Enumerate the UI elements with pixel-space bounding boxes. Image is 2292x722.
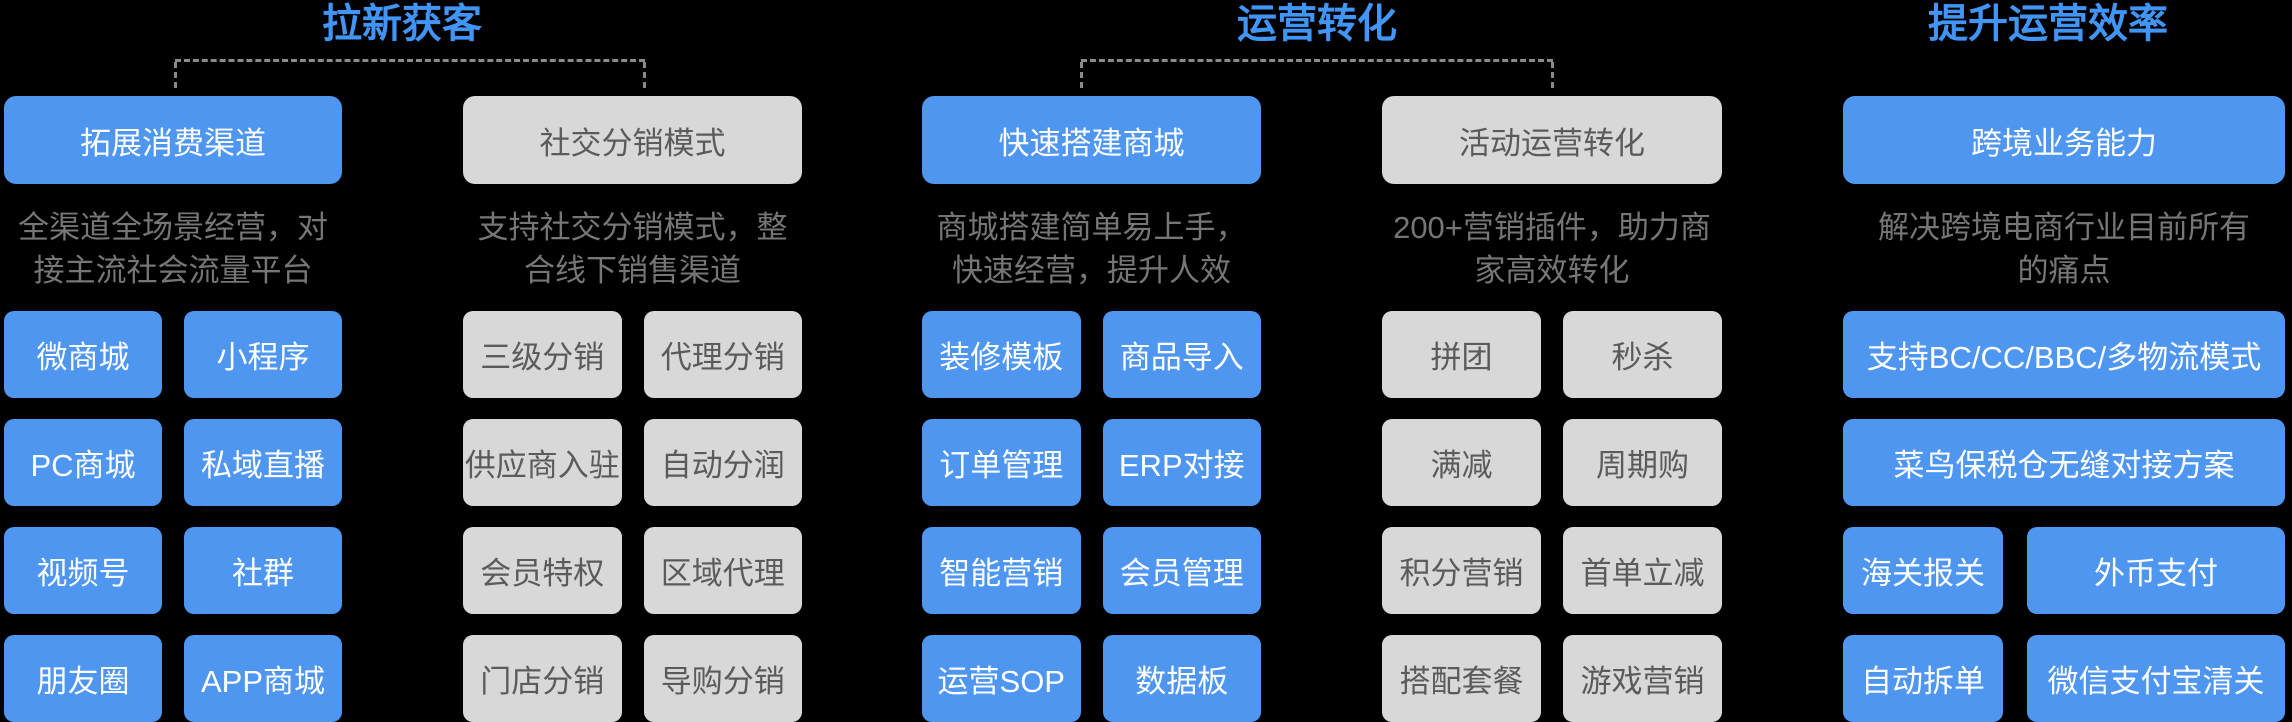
feature-item: 满减 xyxy=(1382,419,1541,506)
column-expand-channels: 拓展消费渠道 全渠道全场景经营，对接主流社会流量平台 微商城 小程序 PC商城 … xyxy=(4,0,342,722)
column-header: 活动运营转化 xyxy=(1382,96,1722,184)
feature-item: 周期购 xyxy=(1563,419,1722,506)
feature-item: 菜鸟保税仓无缝对接方案 xyxy=(1843,419,2285,506)
feature-item: 三级分销 xyxy=(463,311,622,398)
feature-item: 供应商入驻 xyxy=(463,419,622,506)
feature-item: 微信支付宝清关 xyxy=(2027,635,2285,722)
feature-item: 视频号 xyxy=(4,527,162,614)
connector-bracket-conversion xyxy=(1080,59,1554,91)
section-title-conversion: 运营转化 xyxy=(1237,2,1397,46)
column-description: 支持社交分销模式，整合线下销售渠道 xyxy=(477,210,788,288)
feature-item: 代理分销 xyxy=(643,311,802,398)
section-title-efficiency: 提升运营效率 xyxy=(1928,2,2168,46)
feature-item: 数据板 xyxy=(1102,635,1261,722)
feature-item: 秒杀 xyxy=(1563,311,1722,398)
feature-item: 装修模板 xyxy=(922,311,1081,398)
column-cross-border: 跨境业务能力 解决跨境电商行业目前所有的痛点 支持BC/CC/BBC/多物流模式… xyxy=(1843,0,2285,722)
feature-item-grid: 装修模板 商品导入 订单管理 ERP对接 智能营销 会员管理 运营SOP 数据板 xyxy=(922,311,1261,722)
feature-item: 区域代理 xyxy=(643,527,802,614)
column-social-distribution: 社交分销模式 支持社交分销模式，整合线下销售渠道 三级分销 代理分销 供应商入驻… xyxy=(463,0,802,722)
feature-item-grid: 微商城 小程序 PC商城 私域直播 视频号 社群 朋友圈 APP商城 xyxy=(4,311,342,722)
feature-item: 拼团 xyxy=(1382,311,1541,398)
feature-item: 运营SOP xyxy=(922,635,1081,722)
column-header: 社交分销模式 xyxy=(463,96,802,184)
feature-item: 支持BC/CC/BBC/多物流模式 xyxy=(1843,311,2285,398)
feature-item: 朋友圈 xyxy=(4,635,162,722)
feature-item: 外币支付 xyxy=(2027,527,2285,614)
connector-bracket-acquisition xyxy=(174,59,646,91)
column-header: 快速搭建商城 xyxy=(922,96,1261,184)
feature-item: 微商城 xyxy=(4,311,162,398)
column-description: 商城搭建简单易上手，快速经营，提升人效 xyxy=(936,210,1247,288)
feature-item: ERP对接 xyxy=(1102,419,1261,506)
column-description: 全渠道全场景经营，对接主流社会流量平台 xyxy=(18,210,328,288)
column-quick-mall-setup: 快速搭建商城 商城搭建简单易上手，快速经营，提升人效 装修模板 商品导入 订单管… xyxy=(922,0,1261,722)
column-header: 拓展消费渠道 xyxy=(4,96,342,184)
feature-item: 搭配套餐 xyxy=(1382,635,1541,722)
feature-item: PC商城 xyxy=(4,419,162,506)
column-description: 解决跨境电商行业目前所有的痛点 xyxy=(1878,210,2250,288)
column-header: 跨境业务能力 xyxy=(1843,96,2285,184)
feature-item: 会员特权 xyxy=(463,527,622,614)
feature-item: 商品导入 xyxy=(1102,311,1261,398)
feature-item: 积分营销 xyxy=(1382,527,1541,614)
feature-item: 自动拆单 xyxy=(1843,635,2003,722)
feature-item: 游戏营销 xyxy=(1563,635,1722,722)
feature-item: 导购分销 xyxy=(643,635,802,722)
column-activity-conversion: 活动运营转化 200+营销插件，助力商家高效转化 拼团 秒杀 满减 周期购 积分… xyxy=(1382,0,1722,722)
feature-item: 海关报关 xyxy=(1843,527,2003,614)
feature-item: 小程序 xyxy=(184,311,342,398)
column-description: 200+营销插件，助力商家高效转化 xyxy=(1393,210,1711,288)
feature-item-grid: 拼团 秒杀 满减 周期购 积分营销 首单立减 搭配套餐 游戏营销 xyxy=(1382,311,1722,722)
section-title-acquisition: 拉新获客 xyxy=(322,2,482,46)
feature-item: 门店分销 xyxy=(463,635,622,722)
feature-item: 智能营销 xyxy=(922,527,1081,614)
feature-item: 私域直播 xyxy=(184,419,342,506)
feature-item: APP商城 xyxy=(184,635,342,722)
feature-item-grid: 三级分销 代理分销 供应商入驻 自动分润 会员特权 区域代理 门店分销 导购分销 xyxy=(463,311,802,722)
feature-item: 自动分润 xyxy=(643,419,802,506)
feature-item: 首单立减 xyxy=(1563,527,1722,614)
feature-item: 社群 xyxy=(184,527,342,614)
feature-item: 订单管理 xyxy=(922,419,1081,506)
feature-item: 会员管理 xyxy=(1102,527,1261,614)
feature-item-grid: 支持BC/CC/BBC/多物流模式 菜鸟保税仓无缝对接方案 海关报关 外币支付 … xyxy=(1843,311,2285,722)
